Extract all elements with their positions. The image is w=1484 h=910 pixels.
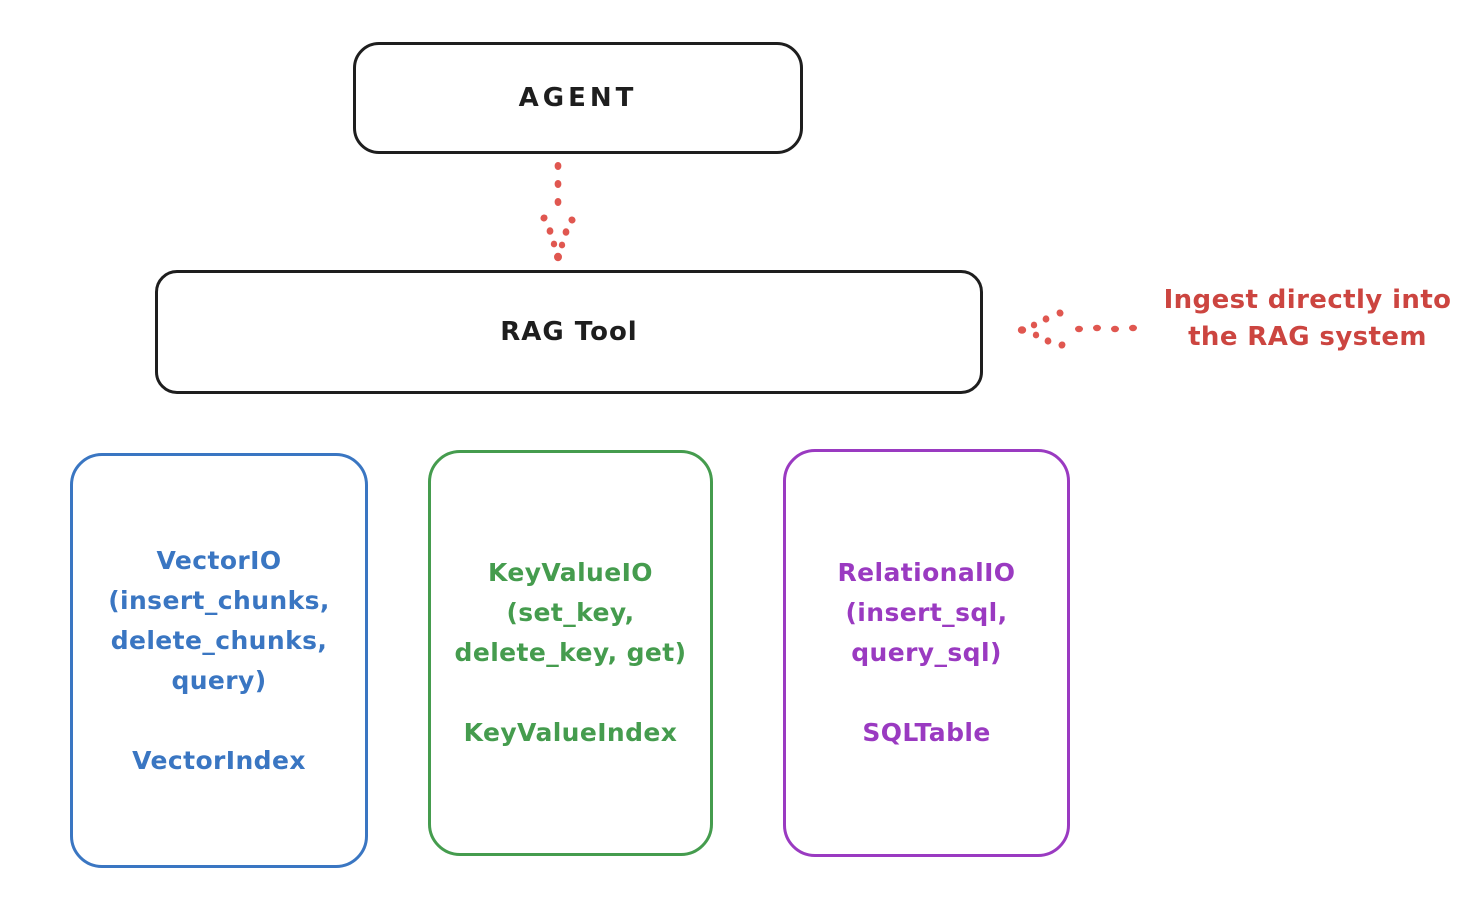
rag-tool-box: RAG Tool [155, 270, 983, 394]
sql-table-label: SQLTable [862, 718, 991, 747]
ingest-annotation-line-2: the RAG system [1188, 322, 1427, 352]
keyvalue-io-label: KeyValueIO (set_key, delete_key, get) [454, 558, 687, 667]
agent-to-ragtool-arrow-icon [540, 162, 576, 262]
ingest-annotation-line-1: Ingest directly into [1163, 285, 1452, 315]
agent-label: AGENT [518, 83, 638, 113]
relational-io-box: RelationalIO (insert_sql, query_sql) SQL… [783, 449, 1070, 857]
ingest-annotation: Ingest directly into the RAG system [1135, 282, 1480, 356]
ingest-arrow-icon [1017, 309, 1137, 349]
agent-box: AGENT [353, 42, 803, 154]
relational-io-label: RelationalIO (insert_sql, query_sql) [837, 558, 1016, 667]
vector-io-box: VectorIO (insert_chunks, delete_chunks, … [70, 453, 368, 868]
keyvalue-io-box: KeyValueIO (set_key, delete_key, get) Ke… [428, 450, 713, 856]
vector-io-label: VectorIO (insert_chunks, delete_chunks, … [108, 545, 330, 695]
rag-tool-label: RAG Tool [500, 317, 638, 347]
vector-index-label: VectorIndex [132, 745, 306, 775]
keyvalue-index-label: KeyValueIndex [463, 718, 678, 747]
